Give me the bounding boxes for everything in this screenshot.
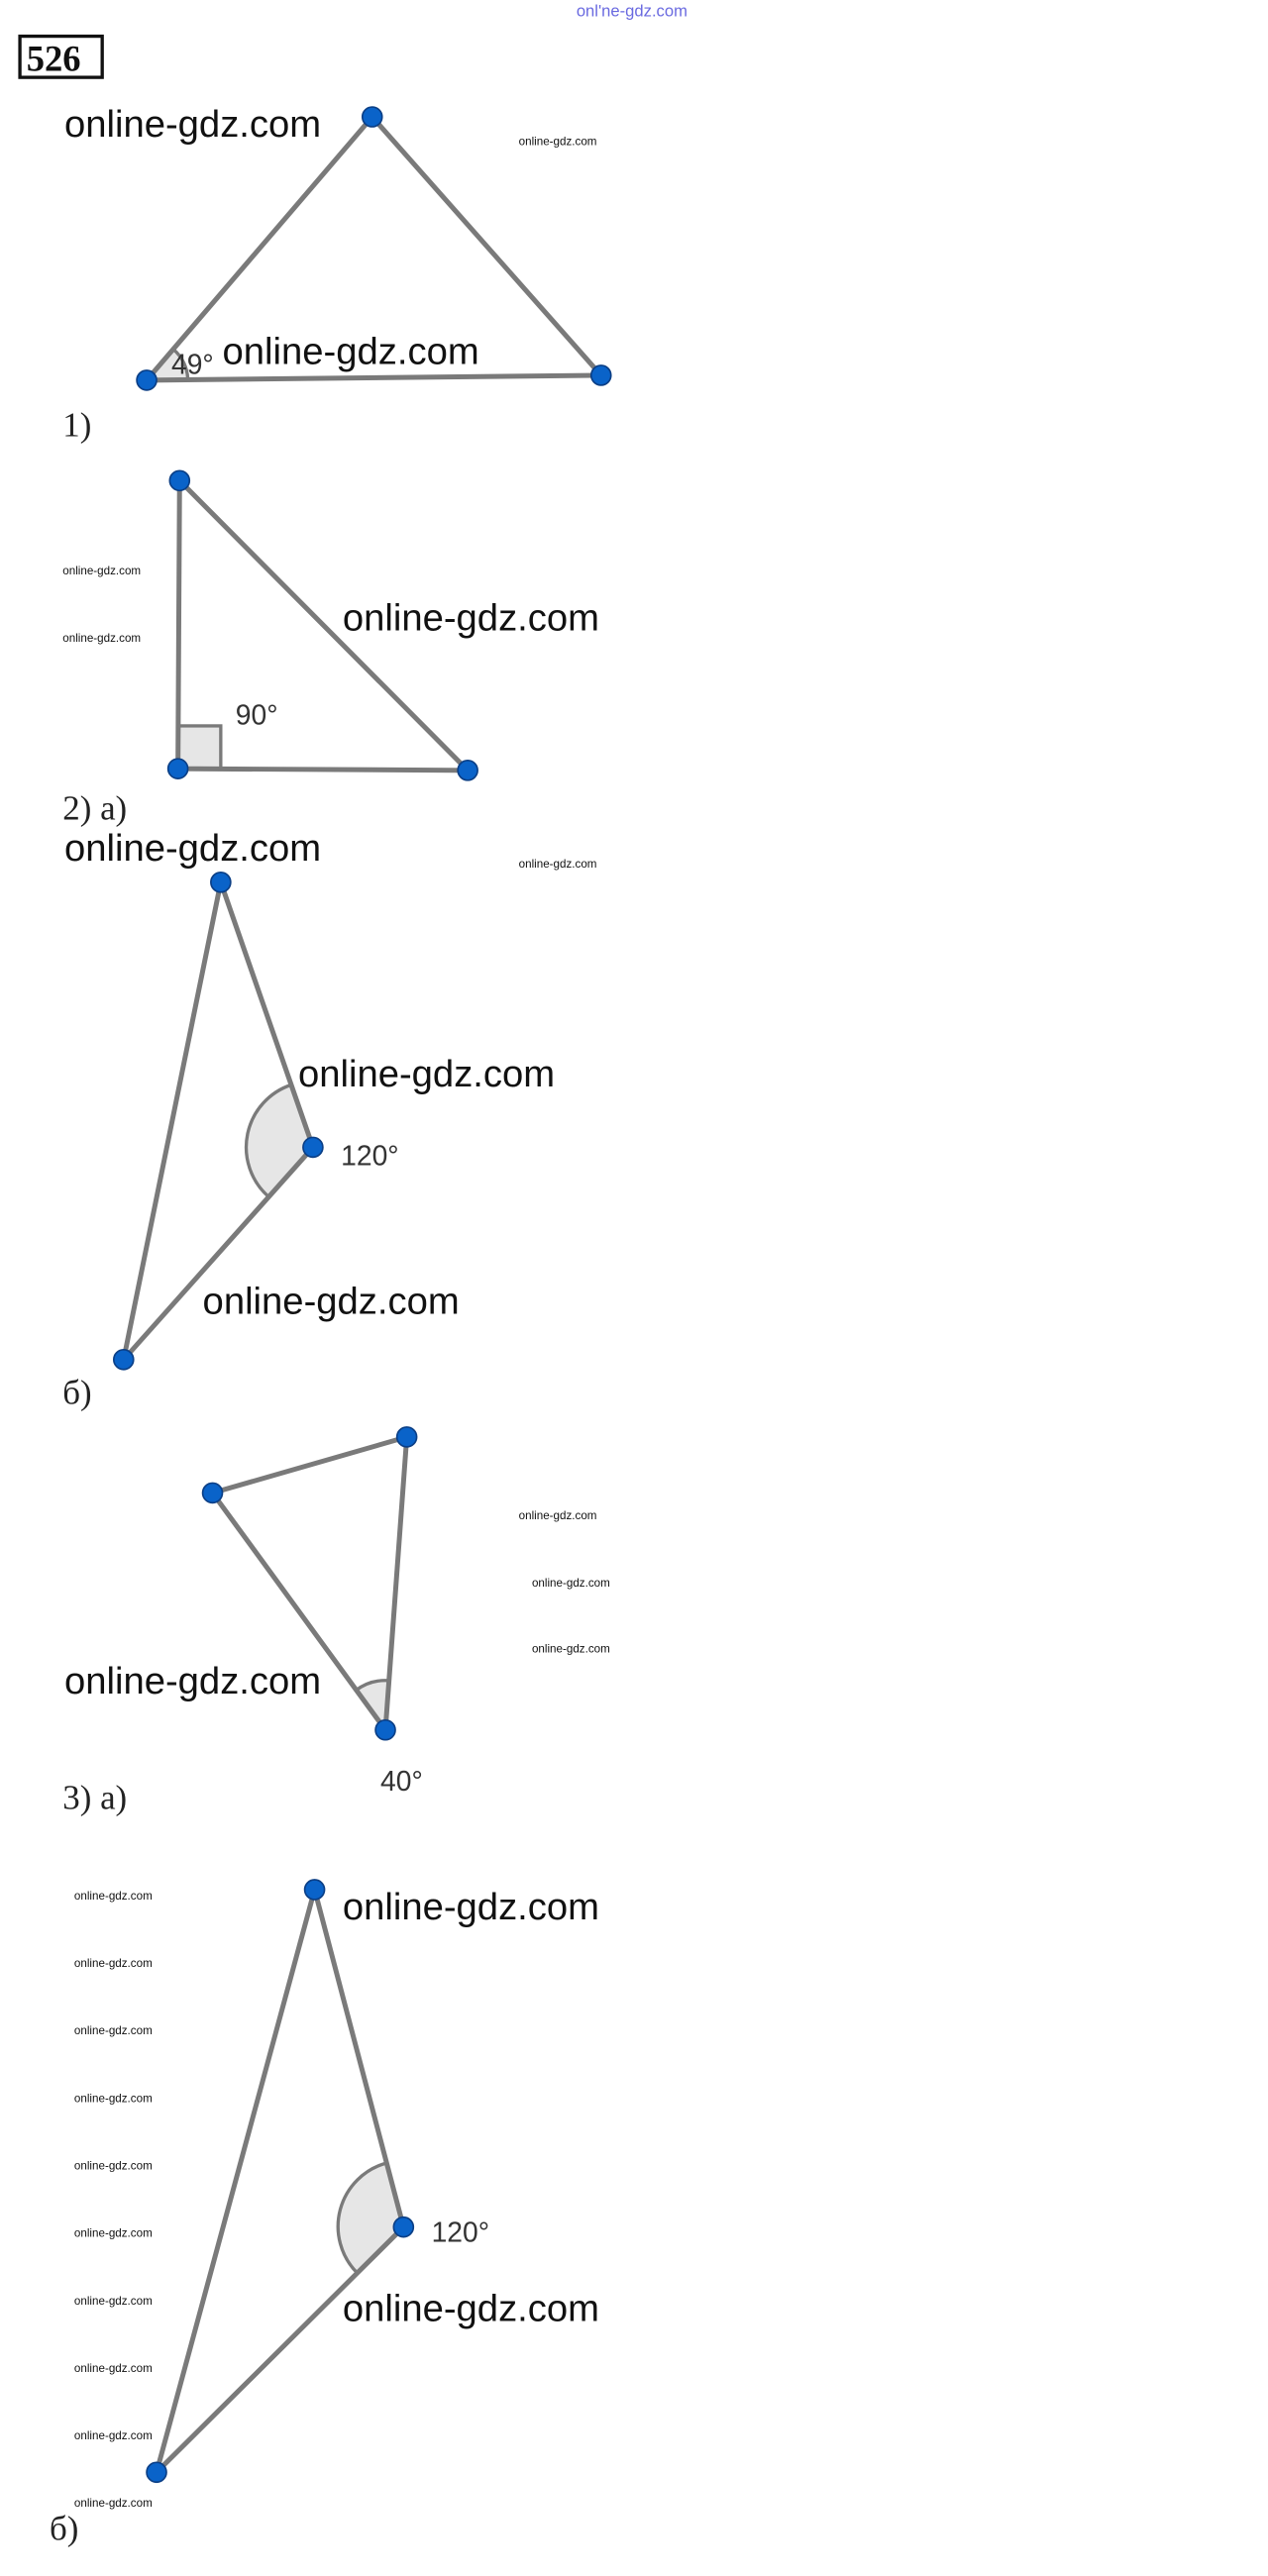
vertex-point (146, 2461, 167, 2484)
vertex-point (112, 1348, 135, 1371)
watermark: online-gdz.com (64, 103, 321, 146)
vertex-point (392, 2215, 415, 2238)
figure-1-triangle: 49° 1) (62, 106, 612, 444)
angle-label: 120° (341, 1140, 398, 1172)
vertex-point (201, 1482, 224, 1504)
vertex-point (168, 469, 191, 492)
watermark: online-gdz.com (343, 597, 599, 640)
figure-label: 2) а) (62, 789, 127, 828)
watermark: online-gdz.com (203, 1280, 460, 1322)
figure-label: б) (50, 2509, 78, 2547)
triangle-edges (175, 474, 475, 773)
vertex-point (210, 872, 232, 893)
angle-label: 90° (236, 698, 278, 730)
figure-label: 1) (62, 405, 91, 444)
watermark: online-gdz.com (74, 2429, 153, 2442)
angle-sector (244, 1082, 315, 1199)
watermark: online-gdz.com (532, 1577, 610, 1590)
watermark: online-gdz.com (532, 1643, 610, 1656)
watermark: online-gdz.com (74, 1890, 153, 1903)
watermark: online-gdz.com (74, 1957, 153, 1970)
watermark: online-gdz.com (74, 2024, 153, 2037)
triangle-edges (119, 873, 316, 1369)
figure-3a-triangle: 40° 3) а) (62, 1426, 423, 1817)
vertex-point (361, 106, 383, 128)
watermark: online-gdz.com (64, 827, 321, 870)
watermark: online-gdz.com (519, 1509, 597, 1522)
angle-sector (336, 2160, 406, 2276)
problem-number: 526 (27, 38, 81, 78)
vertex-point (166, 758, 189, 779)
watermark: online-gdz.com (64, 1660, 321, 1702)
watermark: online-gdz.com (74, 2497, 153, 2510)
vertex-point (136, 369, 158, 391)
watermark: online-gdz.com (62, 632, 141, 645)
triangle-edges (208, 1433, 410, 1737)
triangle-edges (152, 1880, 407, 2481)
figure-label: б) (62, 1374, 91, 1412)
figure-3b-triangle: 120° б) (50, 1879, 489, 2547)
watermark: online-gdz.com (62, 565, 141, 577)
watermark: online-gdz.com (343, 1886, 599, 1928)
vertex-point (303, 1879, 326, 1901)
watermark: online-gdz.com (74, 2092, 153, 2105)
vertex-point (302, 1136, 324, 1159)
watermark: online-gdz.com (74, 2227, 153, 2240)
watermark: online-gdz.com (519, 135, 597, 148)
watermark: online-gdz.com (74, 2295, 153, 2308)
watermark: online-gdz.com (223, 330, 479, 372)
angle-label: 40° (380, 1765, 423, 1797)
watermark: online-gdz.com (298, 1053, 555, 1095)
angle-label: 120° (432, 2216, 489, 2248)
vertex-point (457, 760, 478, 781)
vertex-point (395, 1426, 418, 1448)
angle-label: 49° (171, 348, 214, 379)
vertex-point (374, 1718, 396, 1741)
watermark-top: onl'ne-gdz.com (577, 2, 687, 21)
watermark: online-gdz.com (74, 2159, 153, 2172)
triangle-edges (141, 113, 607, 383)
figure-label: 3) а) (62, 1779, 127, 1817)
problem-number-box: 526 (18, 34, 104, 79)
watermark: online-gdz.com (74, 2362, 153, 2375)
vertex-point (589, 364, 612, 386)
figure-2b-triangle: 120° б) (62, 872, 399, 1412)
watermark: online-gdz.com (519, 858, 597, 871)
figure-2a-triangle: 90° 2) а) (62, 469, 478, 828)
watermark: online-gdz.com (343, 2287, 599, 2329)
